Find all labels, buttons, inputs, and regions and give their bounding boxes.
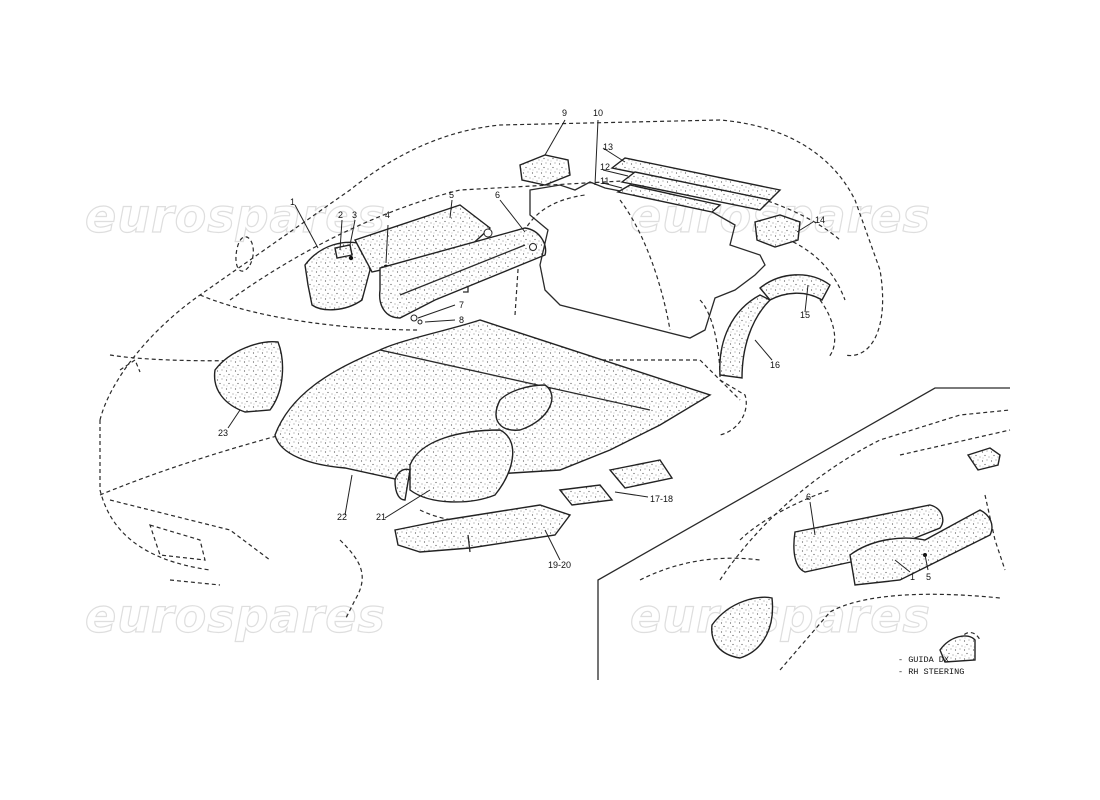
callout-8: 8 xyxy=(459,315,464,325)
inset-frame xyxy=(597,387,1010,680)
part-1-pad xyxy=(304,241,371,311)
part-16-curved-pad xyxy=(719,294,772,379)
watermark-text: eurospares xyxy=(85,589,386,643)
callout-17-18: 17-18 xyxy=(650,494,673,504)
watermark-text: eurospares xyxy=(85,189,386,243)
callout-9: 9 xyxy=(562,108,567,118)
inset-labels: 6 1 5 - GUIDA DX - RH STEERING xyxy=(806,492,964,677)
callout-13: 13 xyxy=(603,142,613,152)
callout-6: 6 xyxy=(495,190,500,200)
callout-4: 4 xyxy=(385,210,390,220)
part-19-20-mat xyxy=(394,504,572,553)
part-9-pad-block xyxy=(519,154,571,186)
part-6-trim-panel xyxy=(378,227,547,319)
callout-7: 7 xyxy=(459,300,464,310)
inset-note-rh-steering: - RH STEERING xyxy=(898,667,964,677)
callout-5: 5 xyxy=(449,190,454,200)
inset-part-1-5-panel xyxy=(849,509,993,586)
part-14-pad xyxy=(754,214,801,248)
inset-callout-1: 1 xyxy=(910,572,915,582)
callout-11: 11 xyxy=(600,176,609,186)
inset-leader-lines xyxy=(809,501,929,573)
inset-floor-mat xyxy=(711,596,976,663)
callout-23: 23 xyxy=(218,428,228,438)
part-10-bulkhead xyxy=(529,181,766,339)
callout-1: 1 xyxy=(290,197,295,207)
callout-16: 16 xyxy=(770,360,780,370)
inset-note-guida-dx: - GUIDA DX xyxy=(898,655,949,665)
part-7-8-screws xyxy=(410,286,469,325)
car-body-outline xyxy=(99,119,884,621)
callout-3: 3 xyxy=(352,210,357,220)
callout-14: 14 xyxy=(815,215,825,225)
inset-pad-block xyxy=(966,447,1001,471)
callout-19-20: 19-20 xyxy=(548,560,571,570)
part-21-footwell-mat xyxy=(394,429,514,503)
part-23-pad xyxy=(213,341,284,413)
callout-15: 15 xyxy=(800,310,810,320)
part-17-18-mats xyxy=(558,459,674,506)
callout-21: 21 xyxy=(376,512,386,522)
leader-lines xyxy=(227,119,814,561)
callout-numbers: 1 2 3 4 5 6 7 8 9 10 11 12 13 14 15 16 1… xyxy=(218,108,825,570)
inset-callout-5: 5 xyxy=(926,572,931,582)
callout-2: 2 xyxy=(338,210,343,220)
inset-callout-6: 6 xyxy=(806,492,811,502)
callout-12: 12 xyxy=(600,162,610,172)
inset-car-outline xyxy=(639,409,1011,671)
part-22-floor-mat xyxy=(274,319,712,481)
callout-22: 22 xyxy=(337,512,347,522)
part-15-wheel-arch xyxy=(759,274,831,301)
part-2-3-clips xyxy=(334,244,354,261)
watermark-layer: eurospares eurospares eurospares eurospa… xyxy=(84,188,930,643)
callout-10: 10 xyxy=(593,108,603,118)
part-11-13-strips xyxy=(610,157,782,213)
